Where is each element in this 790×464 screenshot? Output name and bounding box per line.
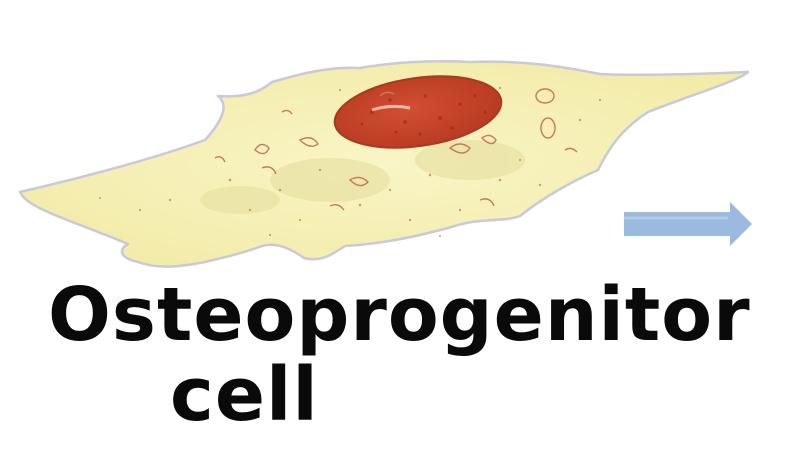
organelles	[214, 88, 578, 211]
nucleus-shape	[333, 75, 503, 149]
arrow-right-icon	[624, 202, 752, 246]
cytoplasm-texture	[200, 140, 525, 214]
cytoplasm-body	[18, 60, 750, 268]
granules	[99, 86, 602, 237]
caption-title: Osteoprogenitor	[48, 272, 751, 358]
caption-subtitle: cell	[170, 352, 319, 438]
